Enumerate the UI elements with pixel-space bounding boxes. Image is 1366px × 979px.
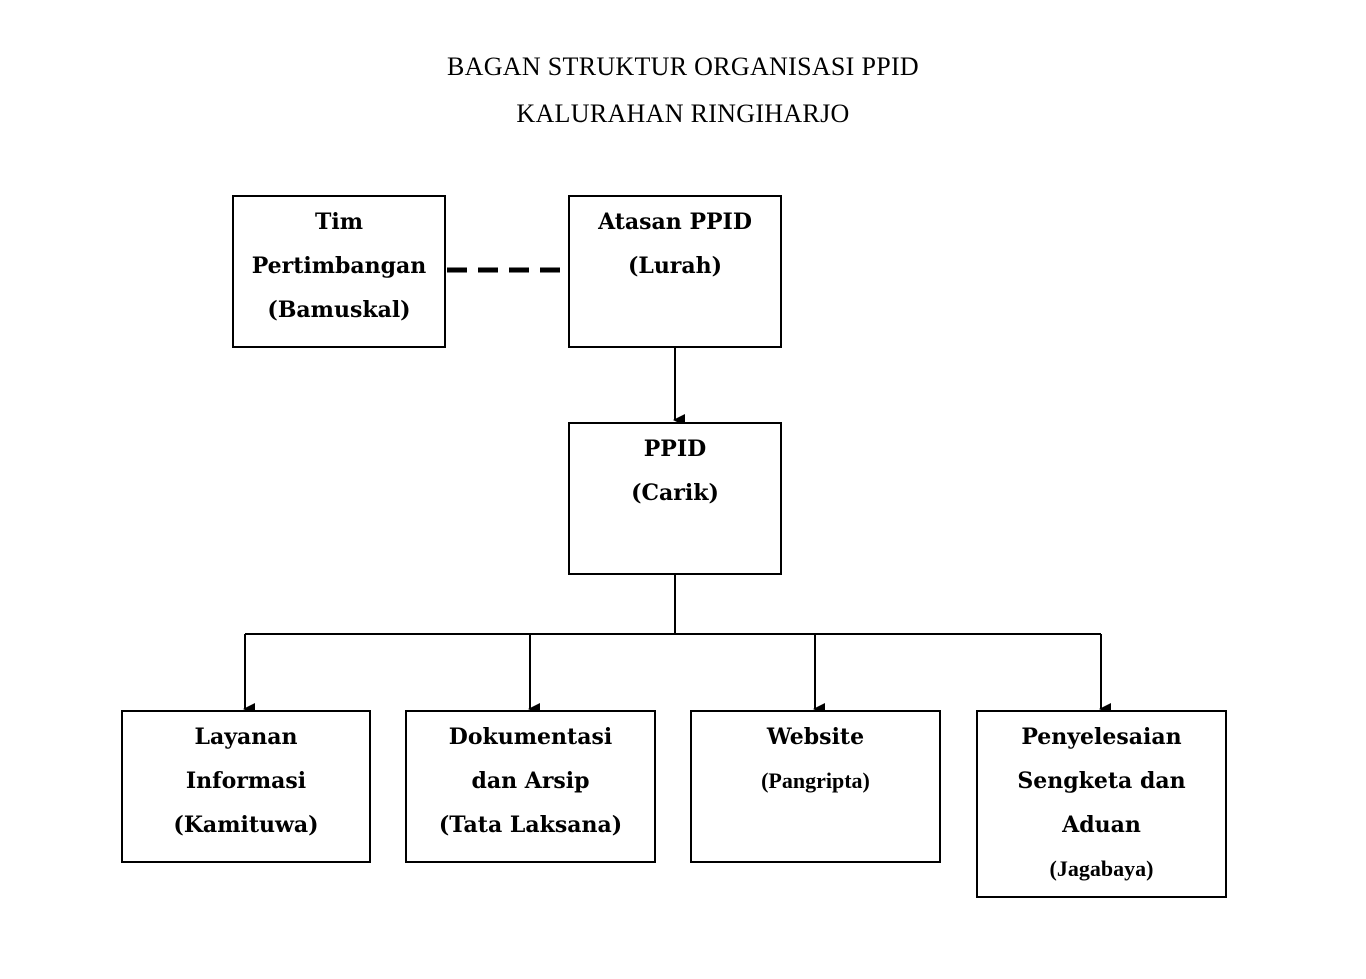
node-label: Aduan [1062,812,1141,838]
node-label: Website [766,724,865,750]
node-label: Atasan PPID [598,209,752,235]
node-tim-pertimbangan: Tim Pertimbangan (Bamuskal) [232,195,446,348]
node-label: (Carik) [631,480,719,506]
chart-title-line2: KALURAHAN RINGIHARJO [516,99,850,128]
node-layanan-informasi: Layanan Informasi (Kamituwa) [121,710,371,863]
node-label: Pertimbangan [251,253,427,279]
node-label: Penyelesaian [1021,724,1182,750]
node-atasan-ppid: Atasan PPID (Lurah) [568,195,782,348]
node-label: Sengketa dan [1017,768,1186,794]
chart-title-line1: BAGAN STRUKTUR ORGANISASI PPID [447,52,919,81]
node-label: Tim [314,209,363,235]
node-label: (Lurah) [627,253,723,279]
node-label: PPID [643,436,707,462]
node-label: (Bamuskal) [267,297,411,323]
node-sublabel: (Pangripta) [761,768,870,793]
node-penyelesaian-sengketa: Penyelesaian Sengketa dan Aduan (Jagabay… [976,710,1227,898]
node-label: (Tata Laksana) [438,812,623,838]
node-website: Website (Pangripta) [690,710,941,863]
node-dokumentasi-arsip: Dokumentasi dan Arsip (Tata Laksana) [405,710,656,863]
node-label: Layanan [194,724,298,750]
node-ppid: PPID (Carik) [568,422,782,575]
node-label: (Kamituwa) [173,812,319,838]
node-label: Dokumentasi [448,724,613,750]
node-label: Informasi [185,768,307,794]
node-sublabel: (Jagabaya) [1049,856,1154,881]
node-label: dan Arsip [471,768,590,794]
